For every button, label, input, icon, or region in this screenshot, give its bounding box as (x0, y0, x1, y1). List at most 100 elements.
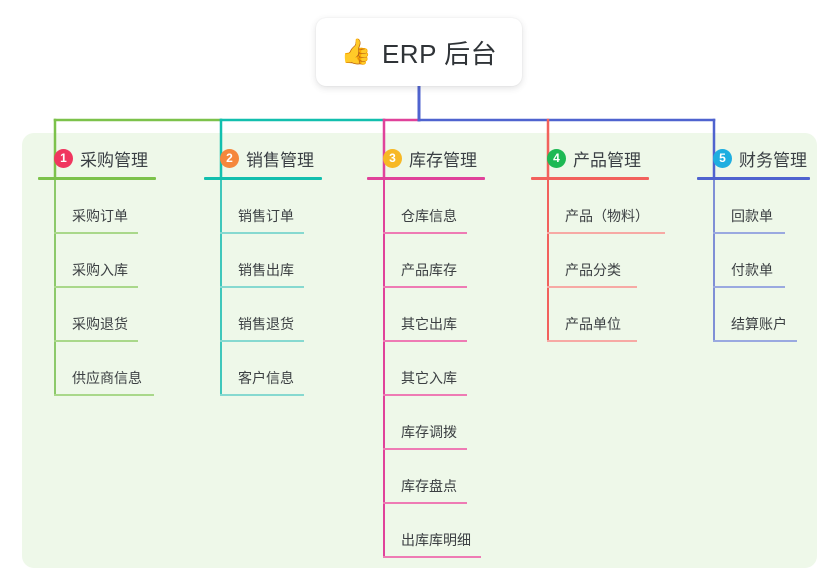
branch-item-list: 销售订单销售出库销售退货客户信息 (204, 180, 354, 396)
branch-column-4: 4 产品管理产品（物料） 产品分类产品单位 (531, 144, 701, 342)
branch-index-badge: 2 (220, 148, 239, 168)
branch-item-rule (713, 286, 785, 288)
branch-item[interactable]: 产品分类 (547, 234, 701, 288)
branch-item[interactable]: 产品库存 (383, 234, 527, 288)
branch-item-label: 出库库明细 (401, 532, 471, 548)
branch-item-list: 产品（物料） 产品分类产品单位 (531, 180, 701, 342)
branch-item-rule (383, 556, 481, 558)
branch-item-list: 采购订单采购入库采购退货供应商信息 (38, 180, 188, 396)
branch-spine (547, 180, 549, 342)
branch-item-label: 采购入库 (72, 262, 128, 278)
branch-item[interactable]: 产品单位 (547, 288, 701, 342)
branch-item[interactable]: 出库库明细 (383, 504, 527, 558)
branch-title: 产品管理 (573, 150, 641, 170)
branch-item-rule (383, 340, 467, 342)
thumbs-up-icon: 👍 (340, 37, 372, 66)
branch-column-2: 2 销售管理销售订单销售出库销售退货客户信息 (204, 144, 354, 396)
root-node-title: ERP 后台 (381, 38, 498, 69)
branch-item-label: 供应商信息 (72, 370, 142, 386)
branch-item[interactable]: 销售订单 (220, 180, 354, 234)
branch-item-label: 产品（物料） (565, 208, 649, 224)
branch-item[interactable]: 产品（物料） (547, 180, 701, 234)
branch-item[interactable]: 库存盘点 (383, 450, 527, 504)
branch-item[interactable]: 销售退货 (220, 288, 354, 342)
branch-spine (383, 180, 385, 558)
branch-item-rule (547, 340, 637, 342)
branch-item-rule (713, 232, 785, 234)
branch-item[interactable]: 其它出库 (383, 288, 527, 342)
branch-item-label: 采购退货 (72, 316, 128, 332)
branch-item-label: 销售订单 (238, 208, 294, 224)
branch-item-label: 仓库信息 (401, 208, 457, 224)
root-node-content: 👍 ERP 后台 (341, 34, 497, 71)
branch-item-label: 产品分类 (565, 262, 621, 278)
branch-item[interactable]: 客户信息 (220, 342, 354, 396)
branch-spine (713, 180, 715, 342)
branch-title: 采购管理 (80, 150, 148, 170)
branch-item[interactable]: 其它入库 (383, 342, 527, 396)
branch-item[interactable]: 采购订单 (54, 180, 188, 234)
branch-header-3[interactable]: 3 库存管理 (367, 144, 527, 172)
branch-header-4[interactable]: 4 产品管理 (531, 144, 701, 172)
branch-item[interactable]: 采购退货 (54, 288, 188, 342)
branch-column-5: 5 财务管理回款单付款单结算账户 (697, 144, 827, 342)
branch-item-rule (54, 232, 138, 234)
branch-item[interactable]: 采购入库 (54, 234, 188, 288)
branch-spine (220, 180, 222, 396)
branch-item[interactable]: 结算账户 (713, 288, 827, 342)
branch-header-5[interactable]: 5 财务管理 (697, 144, 827, 172)
branch-item-rule (54, 340, 138, 342)
branch-header-rule (38, 177, 156, 180)
branch-header-rule (204, 177, 322, 180)
branch-item-label: 其它入库 (401, 370, 457, 386)
branch-item-rule (220, 394, 304, 396)
branch-item-rule (220, 232, 304, 234)
branch-item-rule (383, 394, 467, 396)
branch-index-badge: 3 (383, 148, 402, 168)
branch-index-badge: 4 (547, 148, 566, 168)
branch-item-rule (220, 340, 304, 342)
branch-item-label: 产品单位 (565, 316, 621, 332)
branches-panel (22, 133, 817, 568)
branch-item-rule (220, 286, 304, 288)
branch-item-list: 仓库信息产品库存其它出库其它入库库存调拨库存盘点出库库明细 (367, 180, 527, 558)
branch-item-label: 其它出库 (401, 316, 457, 332)
branch-item-list: 回款单付款单结算账户 (697, 180, 827, 342)
branch-column-3: 3 库存管理仓库信息产品库存其它出库其它入库库存调拨库存盘点出库库明细 (367, 144, 527, 558)
branch-item-rule (383, 502, 467, 504)
branch-item-label: 回款单 (731, 208, 773, 224)
branch-item-label: 付款单 (731, 262, 773, 278)
branch-item-rule (547, 286, 637, 288)
branch-title: 销售管理 (246, 150, 314, 170)
branch-item[interactable]: 仓库信息 (383, 180, 527, 234)
branch-item[interactable]: 回款单 (713, 180, 827, 234)
branch-header-1[interactable]: 1 采购管理 (38, 144, 188, 172)
branch-item-label: 采购订单 (72, 208, 128, 224)
branch-spine (54, 180, 56, 396)
root-node[interactable]: 👍 ERP 后台 (316, 18, 522, 86)
branch-item[interactable]: 付款单 (713, 234, 827, 288)
branch-item-rule (383, 448, 467, 450)
branch-header-rule (367, 177, 485, 180)
branch-item-rule (713, 340, 797, 342)
branch-header-rule (531, 177, 649, 180)
branch-item-label: 库存调拨 (401, 424, 457, 440)
branch-column-1: 1 采购管理采购订单采购入库采购退货供应商信息 (38, 144, 188, 396)
branch-item-label: 客户信息 (238, 370, 294, 386)
branch-header-rule (697, 177, 810, 180)
branch-item-rule (547, 232, 665, 234)
branch-item[interactable]: 库存调拨 (383, 396, 527, 450)
branch-item-rule (54, 394, 154, 396)
branch-item-label: 销售出库 (238, 262, 294, 278)
branch-index-badge: 1 (54, 148, 73, 168)
branch-header-2[interactable]: 2 销售管理 (204, 144, 354, 172)
branch-item-label: 库存盘点 (401, 478, 457, 494)
branch-index-badge: 5 (713, 148, 732, 168)
branch-item-rule (54, 286, 138, 288)
branch-item[interactable]: 供应商信息 (54, 342, 188, 396)
branch-title: 财务管理 (739, 150, 807, 170)
branch-title: 库存管理 (409, 150, 477, 170)
branch-item[interactable]: 销售出库 (220, 234, 354, 288)
branch-item-label: 结算账户 (731, 316, 787, 332)
